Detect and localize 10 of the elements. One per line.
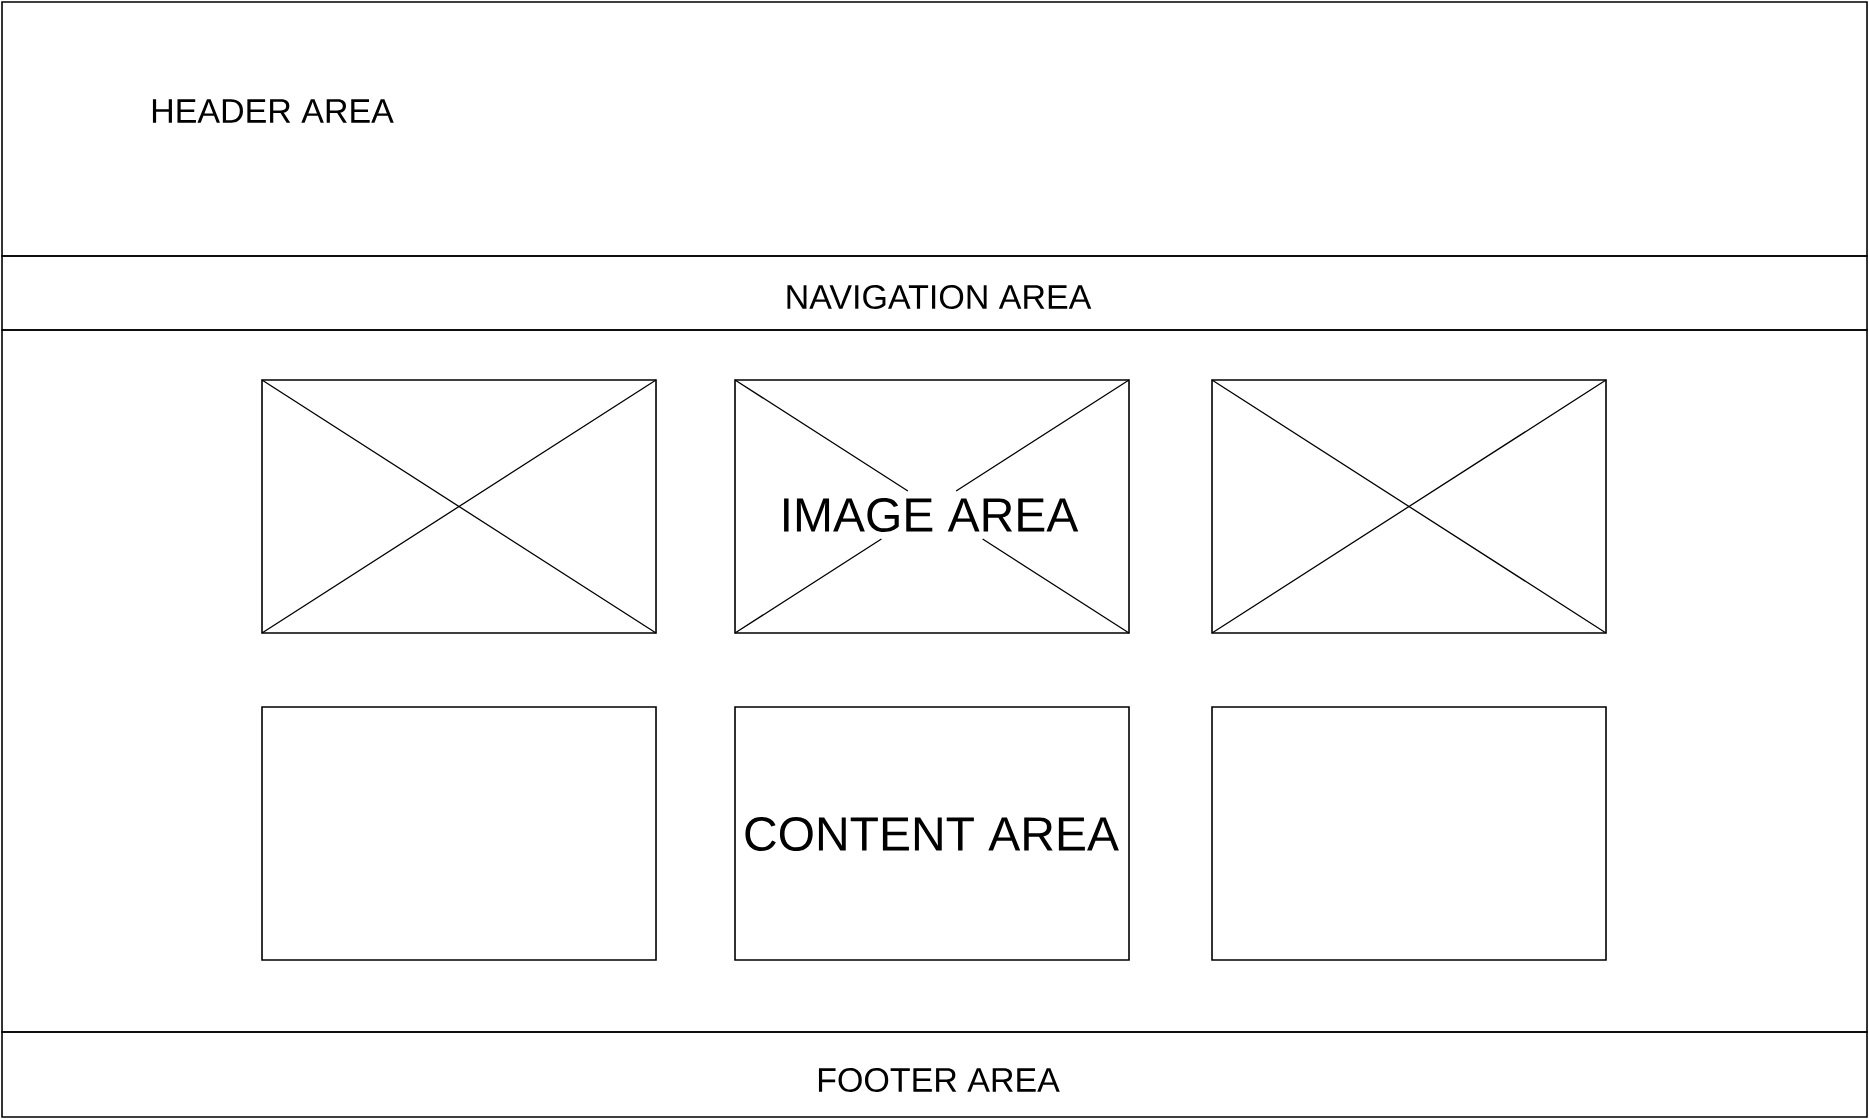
footer-band: FOOTER AREA [1, 1031, 1868, 1118]
header-band: HEADER AREA [1, 1, 1868, 257]
image-placeholder [261, 379, 657, 634]
navigation-band: NAVIGATION AREA [1, 255, 1868, 331]
content-band [1, 329, 1868, 1033]
image-caption: IMAGE AREA [784, 498, 1079, 532]
content-box: CONTENT AREA [734, 706, 1130, 961]
content-box [261, 706, 657, 961]
content-box [1211, 706, 1607, 961]
image-placeholder [1211, 379, 1607, 634]
